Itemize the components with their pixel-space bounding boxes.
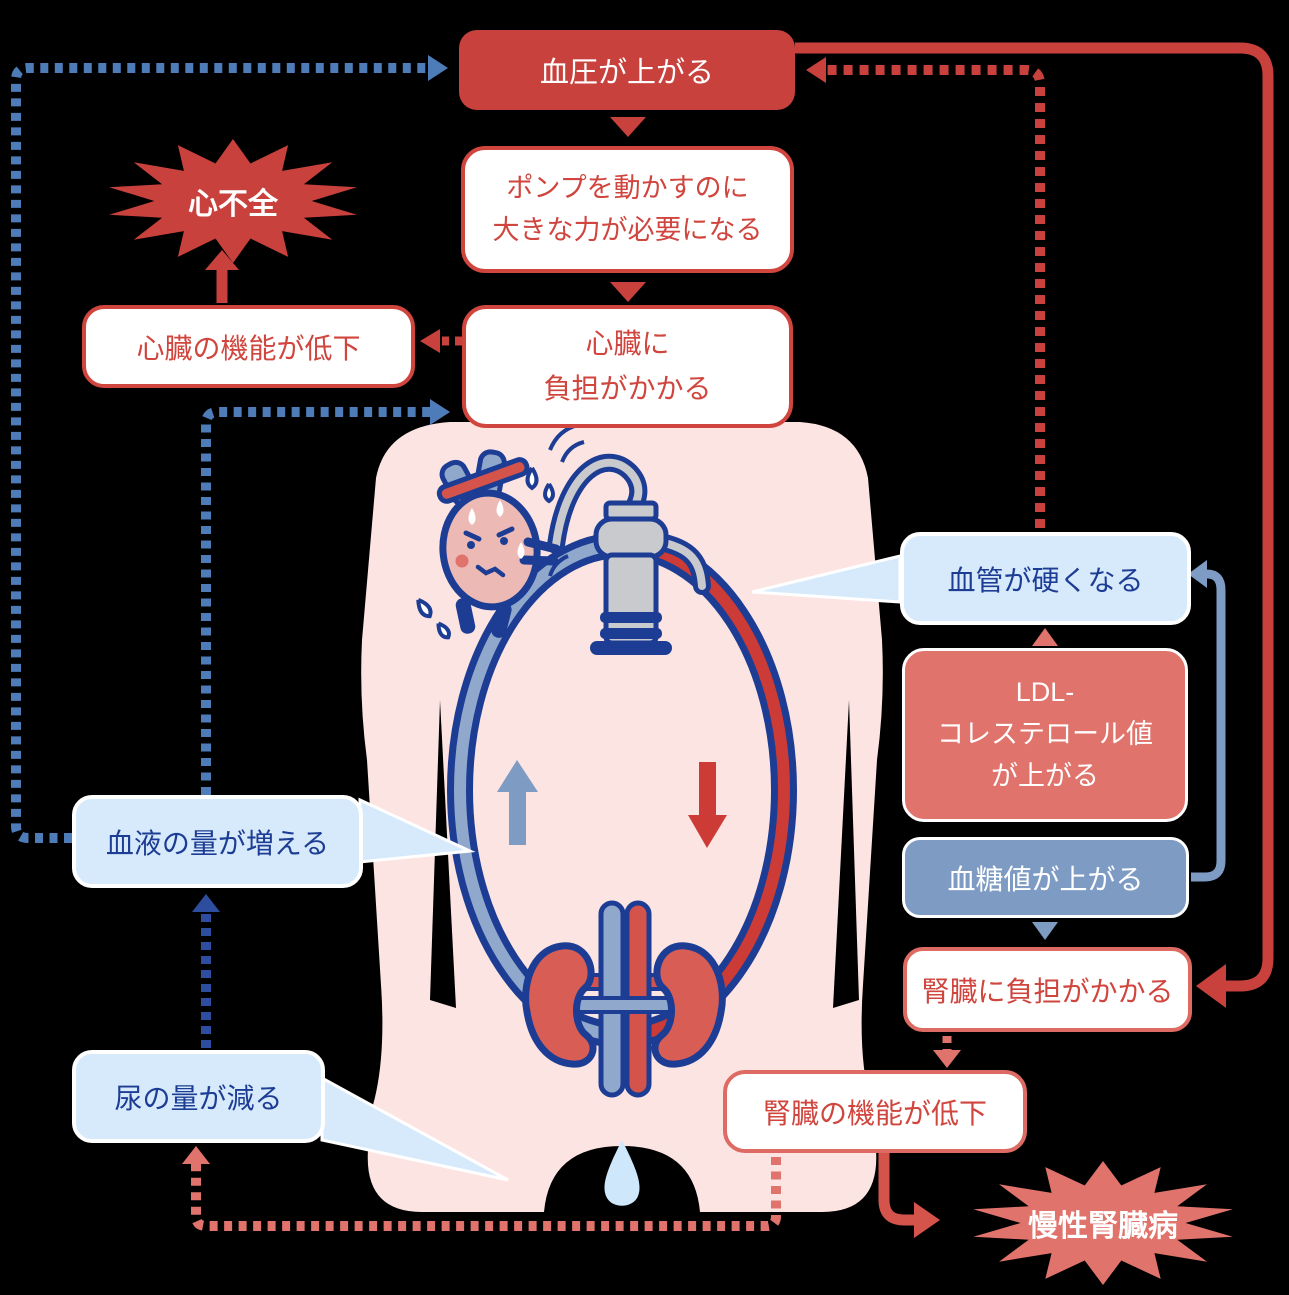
box-blood-glucose-up: 血糖値が上がる	[902, 837, 1189, 918]
sweating-heart-icon	[416, 449, 561, 640]
label-chronic-kidney-disease: 慢性腎臓病	[1028, 1210, 1178, 1243]
box-blood-volume-up: 血液の量が増える	[72, 795, 363, 888]
ckd-starburst	[973, 1161, 1233, 1285]
box-heart-function-down: 心臓の機能が低下	[82, 305, 415, 388]
box-ldl-cholesterol-up: LDL- コレステロール値 が上がる	[902, 648, 1188, 822]
kidneys-icon	[522, 900, 726, 1098]
arrow-kidney-func-to-urine	[182, 1146, 781, 1231]
down-arrow-icon	[688, 762, 727, 848]
arrow-urine-to-blood-volume	[192, 894, 220, 1048]
water-drop-icon	[604, 1140, 640, 1206]
arrow-vessel-hard-to-bp	[806, 57, 1045, 528]
arrow-heart-burden-to-heart-func	[420, 329, 462, 353]
box-pump-force: ポンプを動かすのに 大きな力が必要になる	[461, 146, 794, 273]
arrow-heart-func-to-heart-failure	[205, 250, 239, 303]
box-kidney-function-down: 腎臓の機能が低下	[723, 1070, 1027, 1153]
arrow-pump-to-heart-burden	[610, 282, 646, 302]
box-blood-pressure-up: 血圧が上がる	[459, 30, 795, 110]
arrow-bp-to-kidney-burden	[795, 42, 1274, 1008]
box-urine-volume-down: 尿の量が減る	[72, 1050, 325, 1143]
arrow-blood-volume-to-bp	[11, 55, 448, 843]
right-arm-gap	[833, 700, 859, 1008]
arrow-kidney-func-to-ckd	[878, 1153, 940, 1238]
arrow-bp-to-pump	[610, 117, 646, 137]
arrow-ldl-to-vessel-hard	[1032, 628, 1058, 646]
arrow-glucose-to-vessel-hard	[1188, 560, 1226, 882]
box-heart-burden: 心臓に 負担がかかる	[462, 305, 793, 428]
label-heart-failure: 心不全	[188, 188, 278, 221]
arrow-kidney-burden-to-kidney-func	[933, 1036, 961, 1068]
box-vessel-hardening: 血管が硬くなる	[900, 532, 1191, 625]
heart-failure-starburst	[109, 139, 357, 263]
arrow-glucose-to-kidney-burden	[1032, 922, 1058, 940]
box-kidney-burden: 腎臓に負担がかかる	[903, 947, 1192, 1032]
arrow-blood-volume-to-heart-burden	[201, 399, 450, 795]
up-arrow-icon	[497, 760, 538, 845]
